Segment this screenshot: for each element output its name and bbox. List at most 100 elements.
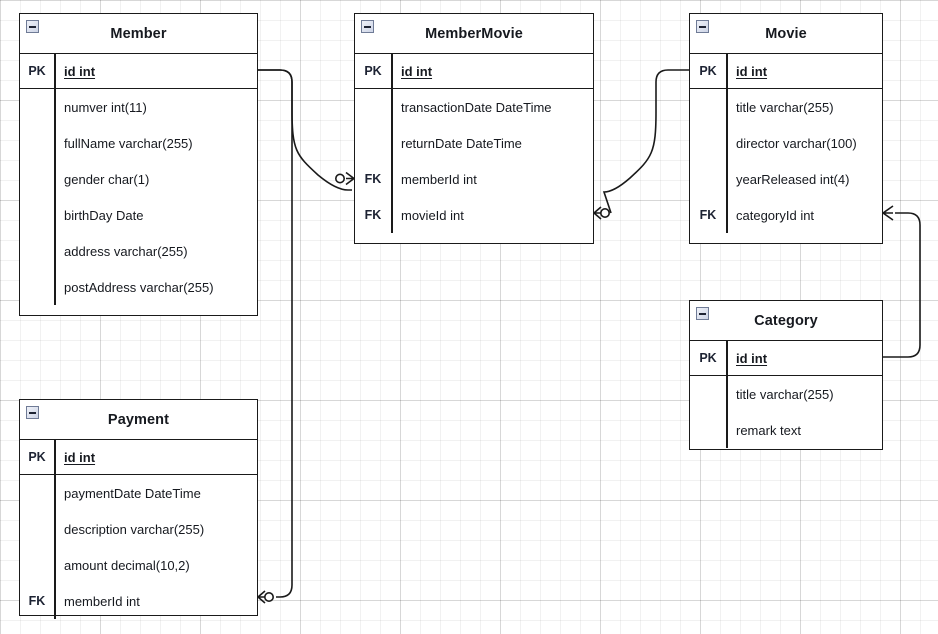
relationship-member-payment[interactable]: [257, 69, 293, 604]
field-row[interactable]: remark text: [690, 412, 882, 448]
field-row[interactable]: gender char(1): [20, 161, 257, 197]
relationship-line: [258, 69, 293, 598]
field-name: yearReleased int(4): [736, 171, 850, 187]
relationship-member-membermovie[interactable]: [258, 69, 355, 191]
field-name: address varchar(255): [64, 243, 188, 259]
crowsfoot-marker: [345, 171, 355, 186]
key-column-divider: [391, 54, 393, 233]
field-name: id int: [736, 350, 768, 366]
entity-title: Category: [754, 312, 818, 329]
key-marker: PK: [28, 450, 46, 464]
key-column-divider: [726, 341, 728, 448]
key-marker: FK: [28, 594, 46, 608]
field-row[interactable]: amount decimal(10,2): [20, 547, 257, 583]
entity-title: Member: [110, 25, 167, 42]
entity-title: Payment: [107, 411, 170, 428]
field-name: movieId int: [401, 207, 464, 223]
field-row[interactable]: numver int(11): [20, 89, 257, 125]
field-name: fullName varchar(255): [64, 135, 193, 151]
field-name: title varchar(255): [736, 99, 834, 115]
zero-cardinality-marker: [599, 208, 610, 219]
key-marker: FK: [364, 172, 382, 186]
key-column-divider: [54, 54, 56, 305]
entity-fields-membermovie: PK id int transactionDate DateTime returnDa…: [355, 54, 593, 233]
field-row[interactable]: title varchar(255): [690, 89, 882, 125]
key-column-divider: [54, 440, 56, 619]
field-name: numver int(11): [64, 99, 147, 115]
field-name: amount decimal(10,2): [64, 557, 190, 573]
field-row[interactable]: returnDate DateTime: [355, 125, 593, 161]
entity-header-category: Category: [690, 301, 882, 341]
zero-cardinality-marker: [334, 173, 345, 184]
entity-header-member: Member: [20, 14, 257, 54]
field-name: memberId int: [64, 593, 140, 609]
entity-title: Movie: [765, 25, 807, 42]
field-name: categoryId int: [736, 207, 815, 223]
field-name: id int: [736, 63, 768, 79]
entity-fields-movie: PK id int title varchar(255) director varch…: [690, 54, 882, 233]
field-name: transactionDate DateTime: [401, 99, 552, 115]
field-row[interactable]: FK movieId int: [355, 197, 593, 233]
crowsfoot-marker: [257, 590, 266, 604]
field-row[interactable]: address varchar(255): [20, 233, 257, 269]
minus-box-icon[interactable]: [26, 20, 39, 33]
key-marker: PK: [28, 64, 46, 78]
key-marker: PK: [699, 64, 717, 78]
field-row[interactable]: transactionDate DateTime: [355, 89, 593, 125]
relationship-line: [602, 69, 689, 214]
field-row[interactable]: FK memberId int: [355, 161, 593, 197]
crowsfoot-marker: [882, 205, 894, 221]
field-row[interactable]: postAddress varchar(255): [20, 269, 257, 305]
entity-fields-payment: PK id int paymentDate DateTime description …: [20, 440, 257, 619]
key-marker: PK: [699, 351, 717, 365]
relationship-movie-membermovie[interactable]: [593, 69, 689, 220]
field-name: postAddress varchar(255): [64, 279, 214, 295]
field-row[interactable]: title varchar(255): [690, 376, 882, 412]
field-name: gender char(1): [64, 171, 150, 187]
minus-box-icon[interactable]: [361, 20, 374, 33]
primary-key-row[interactable]: PK id int: [20, 54, 257, 89]
field-row[interactable]: director varchar(100): [690, 125, 882, 161]
key-marker: FK: [364, 208, 382, 222]
primary-key-row[interactable]: PK id int: [355, 54, 593, 89]
entity-fields-category: PK id int title varchar(255) remark text: [690, 341, 882, 448]
relationship-category-movie[interactable]: [882, 205, 921, 358]
field-row[interactable]: paymentDate DateTime: [20, 475, 257, 511]
field-row[interactable]: fullName varchar(255): [20, 125, 257, 161]
field-name: id int: [64, 449, 96, 465]
relationship-line: [258, 69, 352, 191]
key-marker: PK: [364, 64, 382, 78]
minus-box-icon[interactable]: [696, 20, 709, 33]
field-name: returnDate DateTime: [401, 135, 522, 151]
field-name: memberId int: [401, 171, 477, 187]
entity-header-membermovie: MemberMovie: [355, 14, 593, 54]
field-row[interactable]: description varchar(255): [20, 511, 257, 547]
field-name: remark text: [736, 422, 802, 438]
minus-box-icon[interactable]: [696, 307, 709, 320]
field-row[interactable]: FK memberId int: [20, 583, 257, 619]
key-column-divider: [726, 54, 728, 233]
entity-header-payment: Payment: [20, 400, 257, 440]
field-name: title varchar(255): [736, 386, 834, 402]
primary-key-row[interactable]: PK id int: [690, 54, 882, 89]
entity-title: MemberMovie: [425, 25, 523, 42]
field-name: description varchar(255): [64, 521, 205, 537]
field-name: paymentDate DateTime: [64, 485, 201, 501]
primary-key-row[interactable]: PK id int: [690, 341, 882, 376]
field-row[interactable]: birthDay Date: [20, 197, 257, 233]
field-name: birthDay Date: [64, 207, 144, 223]
field-name: id int: [401, 63, 433, 79]
field-name: id int: [64, 63, 96, 79]
relationship-line: [883, 212, 921, 358]
field-name: director varchar(100): [736, 135, 857, 151]
minus-box-icon[interactable]: [26, 406, 39, 419]
field-row[interactable]: yearReleased int(4): [690, 161, 882, 197]
primary-key-row[interactable]: PK id int: [20, 440, 257, 475]
